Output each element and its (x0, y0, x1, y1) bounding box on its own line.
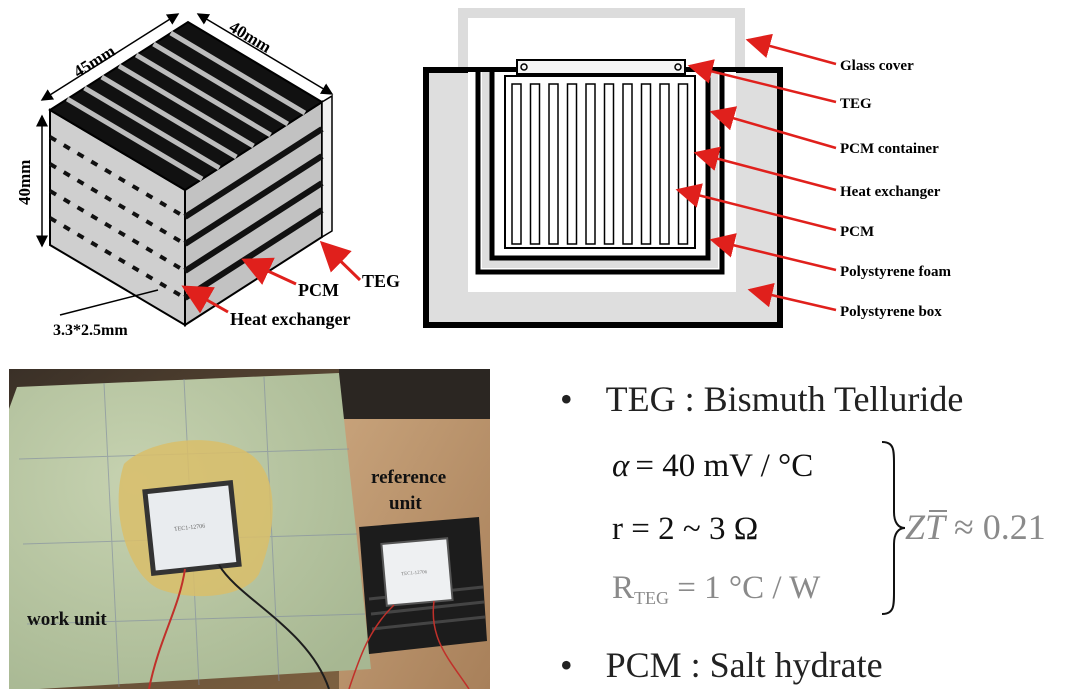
section-label-pcm-container: PCM container (840, 141, 939, 157)
fin (640, 83, 652, 245)
cube-front-channels (48, 189, 187, 273)
dim-channel-label: 3.3*2.5mm (53, 322, 128, 339)
cube-top-stripe (65, 96, 204, 182)
work-module-print: TEC1-12706 (174, 524, 206, 533)
rteg-symbol: R (612, 570, 635, 606)
cube-side-band (183, 126, 324, 220)
fin (529, 83, 541, 245)
dim-height-label: 40mm (15, 160, 34, 205)
cube-side-band (183, 207, 324, 301)
rteg-value: = 1 °C / W (669, 570, 821, 606)
reference-unit-label-line1: reference (371, 467, 446, 488)
fin (585, 83, 596, 245)
bullet-pcm-text: PCM : Salt hydrate (605, 645, 883, 685)
cube-side-band (183, 153, 324, 247)
rteg-subscript: TEG (634, 588, 670, 608)
bullet-dot: • (560, 645, 573, 685)
zt-symbol: ZT (905, 507, 946, 547)
work-unit-teg (142, 479, 242, 577)
alpha-symbol: α (612, 448, 630, 484)
reference-module-print: TEC1-12706 (401, 570, 428, 577)
cube-label-heat-exchanger: Heat exchanger (230, 309, 350, 329)
equation-resistance: r = 2 ~ 3 Ω (612, 511, 758, 548)
cross-section-diagram: Glass cover TEG PCM container Heat excha… (423, 8, 951, 328)
experiment-photo: TEC1-12706 TEC1-12706 reference unit wor… (9, 369, 490, 689)
section-label-heat-exchanger: Heat exchanger (840, 184, 941, 200)
teg-plate (516, 59, 686, 75)
bullet-dot: • (560, 379, 573, 419)
cube-label-pcm: PCM (298, 280, 339, 300)
polystyrene-foam (475, 72, 725, 275)
alpha-value: = 40 mV / °C (635, 448, 814, 484)
equation-rteg: RTEG = 1 °C / W (612, 570, 820, 609)
zt-figure-of-merit: ZT ≈ 0.21 (905, 506, 1046, 548)
curly-brace (881, 441, 906, 615)
zt-value: ≈ 0.21 (945, 507, 1046, 547)
fin (659, 83, 670, 245)
specs-panel: • TEG : Bismuth Telluride α= 40 mV / °C … (560, 378, 1060, 690)
resistance-text: r = 2 ~ 3 Ω (612, 511, 759, 547)
heat-exchanger-fins (511, 83, 689, 245)
cube-teg-plate (321, 94, 333, 239)
cube-front-channels (48, 135, 187, 219)
zt-overbar (929, 510, 947, 512)
fin (566, 83, 578, 245)
section-label-glass-cover: Glass cover (840, 58, 914, 74)
bullet-teg-text: TEG : Bismuth Telluride (605, 379, 964, 419)
section-label-polystyrene-box: Polystyrene box (840, 304, 942, 320)
cube-front-channels (48, 216, 187, 300)
fin (548, 83, 559, 245)
cube-label-teg: TEG (362, 271, 400, 291)
cube-front-channels (48, 162, 187, 246)
fin (677, 83, 689, 245)
reference-unit-teg (380, 537, 454, 607)
glass-cover (458, 8, 745, 70)
section-label-pcm: PCM (840, 224, 874, 240)
work-unit-label: work unit (27, 609, 107, 630)
bullet-teg: • TEG : Bismuth Telluride (560, 378, 963, 420)
section-label-polystyrene-foam: Polystyrene foam (840, 264, 951, 280)
equation-alpha: α= 40 mV / °C (612, 448, 813, 485)
fin (511, 83, 522, 245)
section-label-teg: TEG (840, 96, 872, 112)
cube-side-band (183, 180, 324, 274)
fin (603, 83, 615, 245)
bullet-pcm: • PCM : Salt hydrate (560, 644, 883, 686)
reference-unit-label-line2: unit (389, 493, 422, 514)
heat-exchanger-cube-diagram: 45mm 40mm 40mm 3.3*2.5mm TEG PCM Heat ex… (15, 13, 400, 339)
cube-top-stripe (83, 85, 221, 171)
fin (622, 83, 633, 245)
